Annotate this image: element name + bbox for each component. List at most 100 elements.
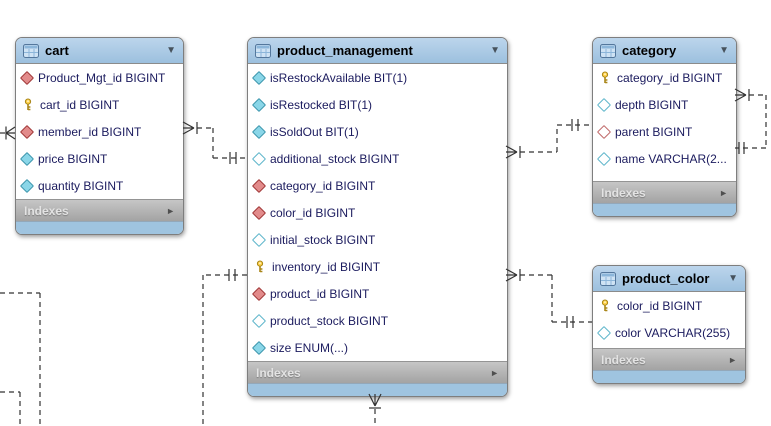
nullable-column-diamond-icon [596, 325, 612, 340]
column-row[interactable]: category_id BIGINT [593, 64, 736, 91]
foreign-key-diamond-icon [19, 124, 35, 139]
relationship-cart-offleft[interactable] [0, 126, 16, 140]
column-row[interactable]: parent BIGINT [593, 118, 736, 145]
expand-arrow-icon: ► [166, 205, 175, 216]
column-row[interactable]: member_id BIGINT [16, 118, 183, 145]
table-icon [255, 43, 271, 58]
column-label: depth BIGINT [615, 97, 689, 112]
table-title: category [622, 43, 677, 58]
primary-key-icon [22, 98, 34, 111]
table-product-color-header[interactable]: product_color ▼ [593, 266, 745, 292]
column-row[interactable]: inventory_id BIGINT [248, 253, 507, 280]
column-row[interactable]: depth BIGINT [593, 91, 736, 118]
foreign-key-diamond-icon [19, 70, 35, 85]
column-label: color_id BIGINT [617, 298, 703, 313]
column-label: quantity BIGINT [38, 178, 124, 193]
table-icon [600, 43, 616, 58]
table-icon [600, 271, 616, 286]
collapse-triangle-icon[interactable]: ▼ [166, 44, 176, 56]
indexes-label: Indexes [24, 203, 69, 218]
table-product-management[interactable]: product_management ▼ isRestockAvailable … [247, 37, 508, 397]
relationship-product-management-category[interactable] [505, 119, 592, 159]
column-diamond-icon [19, 178, 35, 193]
table-cart[interactable]: cart ▼ Product_Mgt_id BIGINT cart_id BIGI… [15, 37, 184, 235]
foreign-key-diamond-icon [251, 205, 267, 220]
column-diamond-icon [251, 97, 267, 112]
column-diamond-icon [251, 70, 267, 85]
relationship-product-management-offbottom-center[interactable] [368, 393, 382, 426]
table-cart-columns: Product_Mgt_id BIGINT cart_id BIGINT membe… [16, 64, 183, 199]
column-row[interactable]: isRestocked BIT(1) [248, 91, 507, 118]
collapse-triangle-icon[interactable]: ▼ [728, 272, 738, 284]
table-footer [248, 383, 507, 396]
column-row[interactable]: quantity BIGINT [16, 172, 183, 199]
column-row[interactable]: product_id BIGINT [248, 280, 507, 307]
relationship-product-management-product-color[interactable] [505, 268, 592, 328]
column-label: parent BIGINT [615, 124, 693, 139]
primary-key-icon [254, 260, 266, 273]
column-label: isSoldOut BIT(1) [270, 124, 359, 139]
indexes-bar[interactable]: Indexes ► [593, 181, 736, 203]
nullable-column-diamond-icon [596, 151, 612, 166]
column-label: category_id BIGINT [270, 178, 376, 193]
table-footer [16, 221, 183, 234]
column-label: name VARCHAR(2... [615, 151, 727, 166]
nullable-foreign-key-diamond-icon [596, 124, 612, 139]
column-row[interactable]: size ENUM(...) [248, 334, 507, 361]
column-row[interactable]: category_id BIGINT [248, 172, 507, 199]
relationship-cart-product-management[interactable] [182, 121, 247, 164]
column-diamond-icon [251, 340, 267, 355]
nullable-column-diamond-icon [251, 151, 267, 166]
nullable-column-diamond-icon [251, 232, 267, 247]
table-product-management-header[interactable]: product_management ▼ [248, 38, 507, 64]
table-category[interactable]: category ▼ category_id BIGINT depth BIGIN… [592, 37, 737, 217]
table-category-columns: category_id BIGINT depth BIGINT parent BIG… [593, 64, 736, 181]
indexes-label: Indexes [601, 352, 646, 367]
column-row[interactable]: isSoldOut BIT(1) [248, 118, 507, 145]
foreign-key-diamond-icon [251, 286, 267, 301]
table-category-header[interactable]: category ▼ [593, 38, 736, 64]
indexes-bar[interactable]: Indexes ► [248, 361, 507, 383]
relationship-category-self[interactable] [734, 88, 767, 154]
relationship-product-management-offbottom-left[interactable] [202, 269, 247, 426]
indexes-bar[interactable]: Indexes ► [16, 199, 183, 221]
column-row[interactable]: initial_stock BIGINT [248, 226, 507, 253]
column-row[interactable]: cart_id BIGINT [16, 91, 183, 118]
primary-key-icon [599, 299, 611, 312]
column-row[interactable]: product_stock BIGINT [248, 307, 507, 334]
column-row[interactable]: color_id BIGINT [248, 199, 507, 226]
column-label: isRestocked BIT(1) [270, 97, 373, 112]
relationship-passthrough-lower-left[interactable] [0, 391, 21, 426]
column-label: color VARCHAR(255) [615, 325, 731, 340]
column-row[interactable]: name VARCHAR(2... [593, 145, 736, 172]
column-label: initial_stock BIGINT [270, 232, 376, 247]
column-row[interactable]: isRestockAvailable BIT(1) [248, 64, 507, 91]
table-product-color-columns: color_id BIGINT color VARCHAR(255) [593, 292, 745, 348]
column-row[interactable]: color VARCHAR(255) [593, 319, 745, 346]
expand-arrow-icon: ► [728, 354, 737, 365]
column-row[interactable]: price BIGINT [16, 145, 183, 172]
column-label: size ENUM(...) [270, 340, 348, 355]
column-label: cart_id BIGINT [40, 97, 120, 112]
indexes-bar[interactable]: Indexes ► [593, 348, 745, 370]
column-row[interactable]: color_id BIGINT [593, 292, 745, 319]
column-diamond-icon [19, 151, 35, 166]
expand-arrow-icon: ► [719, 187, 728, 198]
indexes-label: Indexes [256, 365, 301, 380]
table-title: product_color [622, 271, 710, 286]
table-footer [593, 203, 736, 216]
collapse-triangle-icon[interactable]: ▼ [490, 44, 500, 56]
expand-arrow-icon: ► [490, 367, 499, 378]
relationship-passthrough-left[interactable] [0, 292, 41, 426]
column-label: color_id BIGINT [270, 205, 356, 220]
table-product-color[interactable]: product_color ▼ color_id BIGINT color VAR… [592, 265, 746, 384]
column-row[interactable]: Product_Mgt_id BIGINT [16, 64, 183, 91]
column-label: member_id BIGINT [38, 124, 142, 139]
table-icon [23, 43, 39, 58]
table-cart-header[interactable]: cart ▼ [16, 38, 183, 64]
nullable-column-diamond-icon [251, 313, 267, 328]
column-label: price BIGINT [38, 151, 108, 166]
column-row[interactable]: additional_stock BIGINT [248, 145, 507, 172]
collapse-triangle-icon[interactable]: ▼ [719, 44, 729, 56]
